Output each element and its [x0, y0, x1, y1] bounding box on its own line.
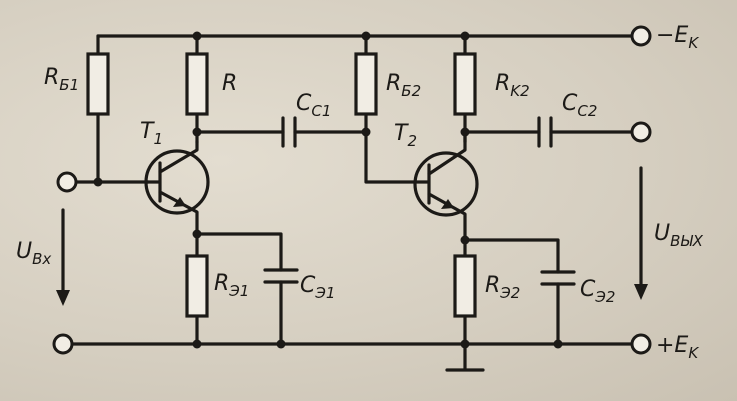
capacitor-ce1 — [263, 268, 299, 284]
resistor-rb1 — [86, 52, 110, 116]
junction-dot — [361, 127, 371, 137]
junction-dot — [276, 339, 286, 349]
t2-emitter-arrow — [441, 199, 454, 209]
t2-base — [414, 130, 467, 242]
terminal-pos-ek — [630, 333, 652, 355]
label-t1: T1 — [140, 119, 163, 148]
junction-dot — [192, 229, 202, 239]
capacitor-cc1 — [281, 116, 297, 148]
input-terminal — [56, 171, 78, 193]
capacitor-cc2 — [537, 116, 553, 148]
terminal-neg-ek — [630, 25, 652, 47]
label-r: R — [222, 71, 237, 96]
label-rk2: RK2 — [495, 71, 530, 100]
resistor-re1 — [185, 254, 209, 318]
t1-base — [146, 140, 199, 236]
label-ce2: CЭ2 — [580, 277, 615, 306]
junction-dot — [361, 31, 371, 41]
terminal-output — [630, 121, 652, 143]
label-re1: RЭ1 — [214, 271, 249, 300]
label-cc2: CC2 — [562, 91, 597, 120]
label-cc1: CC1 — [296, 91, 331, 120]
t1-emitter-arrow — [173, 197, 186, 207]
label-pos-ek: +EK — [656, 333, 699, 362]
junction-dot — [192, 31, 202, 41]
junction-dot — [192, 339, 202, 349]
resistor-rb2 — [354, 52, 378, 116]
re1-wire — [195, 232, 283, 346]
resistor-r — [185, 52, 209, 116]
label-rb2: RБ2 — [386, 71, 421, 100]
ground-symbol — [445, 342, 485, 372]
label-t2: T2 — [394, 121, 417, 150]
junction-dot — [93, 177, 103, 187]
capacitor-ce2 — [540, 270, 576, 286]
resistor-re2 — [453, 254, 477, 318]
re2-wire — [463, 238, 560, 346]
label-neg-ek: −EK — [656, 23, 699, 52]
label-ce1: CЭ1 — [300, 273, 335, 302]
junction-dot — [460, 31, 470, 41]
uout-arrowhead — [634, 284, 648, 300]
transistor-t1 — [144, 149, 210, 215]
label-re2: RЭ2 — [485, 273, 520, 302]
label-uout: UBЫX — [654, 221, 704, 250]
label-uin: UBx — [16, 239, 51, 268]
terminal-input-gnd — [52, 333, 74, 355]
resistor-rk2 — [453, 52, 477, 116]
junction-dot — [553, 339, 563, 349]
junction-dot — [460, 235, 470, 245]
label-rb1: RБ1 — [44, 65, 79, 94]
transistor-t2 — [413, 151, 479, 217]
uin-arrowhead — [56, 290, 70, 306]
